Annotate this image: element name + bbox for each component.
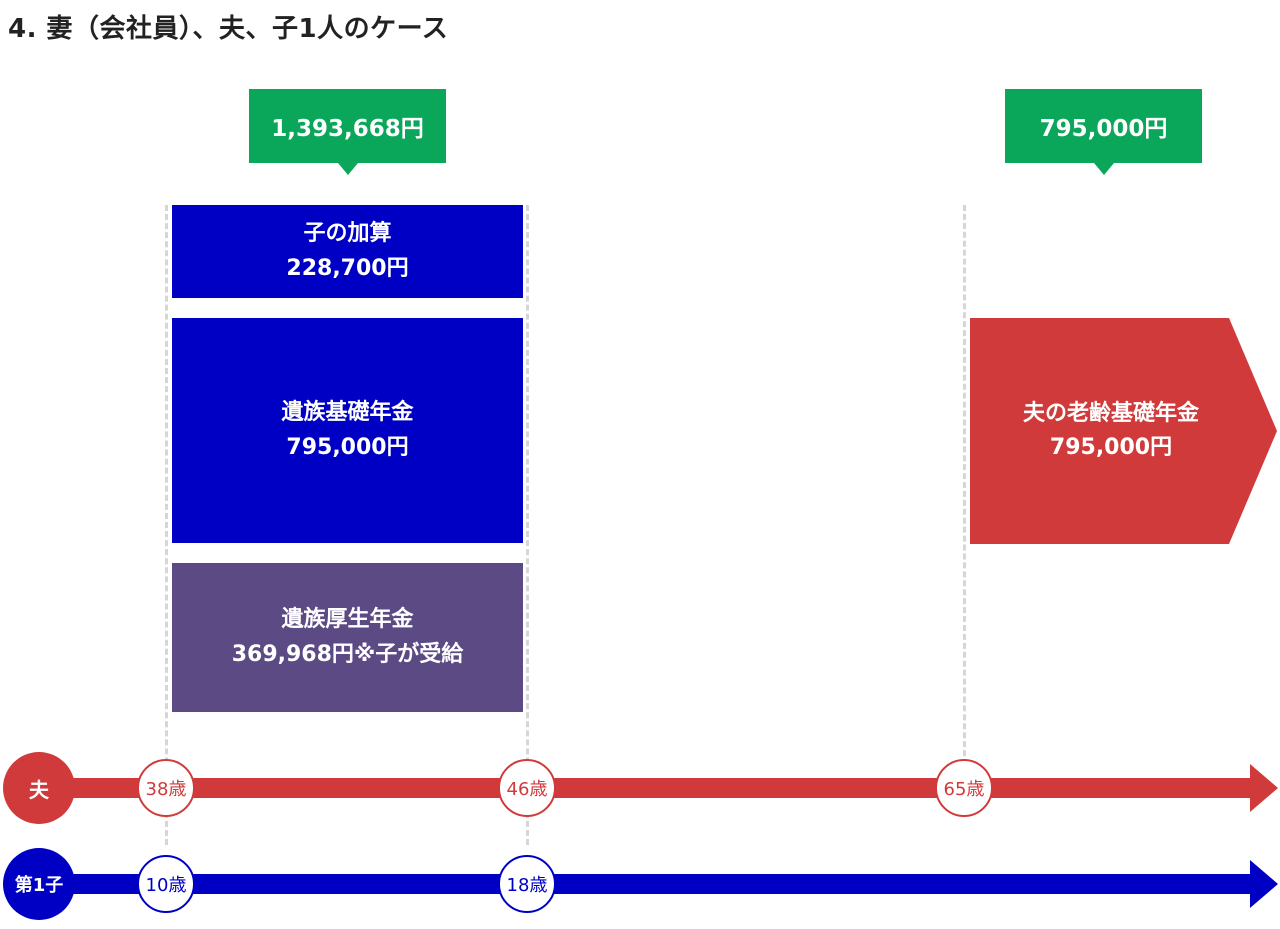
total-callout-left: 1,393,668円 <box>249 89 446 175</box>
survivor-basic-pension-block: 遺族基礎年金 795,000円 <box>172 318 523 543</box>
page-title: 4. 妻（会社員）、夫、子1人のケース <box>8 14 449 44</box>
husband-age-38: 38歳 <box>137 759 195 817</box>
total-callout-right: 795,000円 <box>1005 89 1202 175</box>
husband-label: 夫 <box>3 752 75 824</box>
total-callout-left-text: 1,393,668円 <box>271 116 424 142</box>
survivor-employee-pension-block: 遺族厚生年金 369,968円※子が受給 <box>172 563 523 712</box>
child-age-10: 10歳 <box>137 855 195 913</box>
husband-age-65: 65歳 <box>935 759 993 817</box>
husband-timeline-arrowhead <box>1250 764 1278 812</box>
survivor-employee-pension-amount: 369,968円※子が受給 <box>231 641 464 667</box>
survivor-basic-pension-name: 遺族基礎年金 <box>281 400 414 426</box>
child-age-18: 18歳 <box>498 855 556 913</box>
total-callout-right-text: 795,000円 <box>1039 116 1168 142</box>
husband-age-46: 46歳 <box>498 759 556 817</box>
child-addition-name: 子の加算 <box>303 221 392 247</box>
child-addition-amount: 228,700円 <box>286 255 409 281</box>
child-timeline-bar <box>30 874 1252 894</box>
survivor-employee-pension-name: 遺族厚生年金 <box>281 607 414 633</box>
guide-line-46 <box>526 205 529 845</box>
child-timeline-arrowhead <box>1250 860 1278 908</box>
husband-old-age-pension-amount: 795,000円 <box>1049 435 1173 460</box>
child-label: 第1子 <box>3 848 75 920</box>
child-addition-block: 子の加算 228,700円 <box>172 205 523 298</box>
husband-old-age-pension-name: 夫の老齢基礎年金 <box>1022 400 1199 426</box>
husband-timeline-bar <box>30 778 1252 798</box>
guide-line-65 <box>963 205 966 765</box>
guide-line-38 <box>165 205 168 845</box>
survivor-basic-pension-amount: 795,000円 <box>286 434 409 460</box>
arrow-shape <box>970 318 1277 544</box>
husband-old-age-pension-block: 夫の老齢基礎年金 795,000円 <box>970 318 1278 544</box>
